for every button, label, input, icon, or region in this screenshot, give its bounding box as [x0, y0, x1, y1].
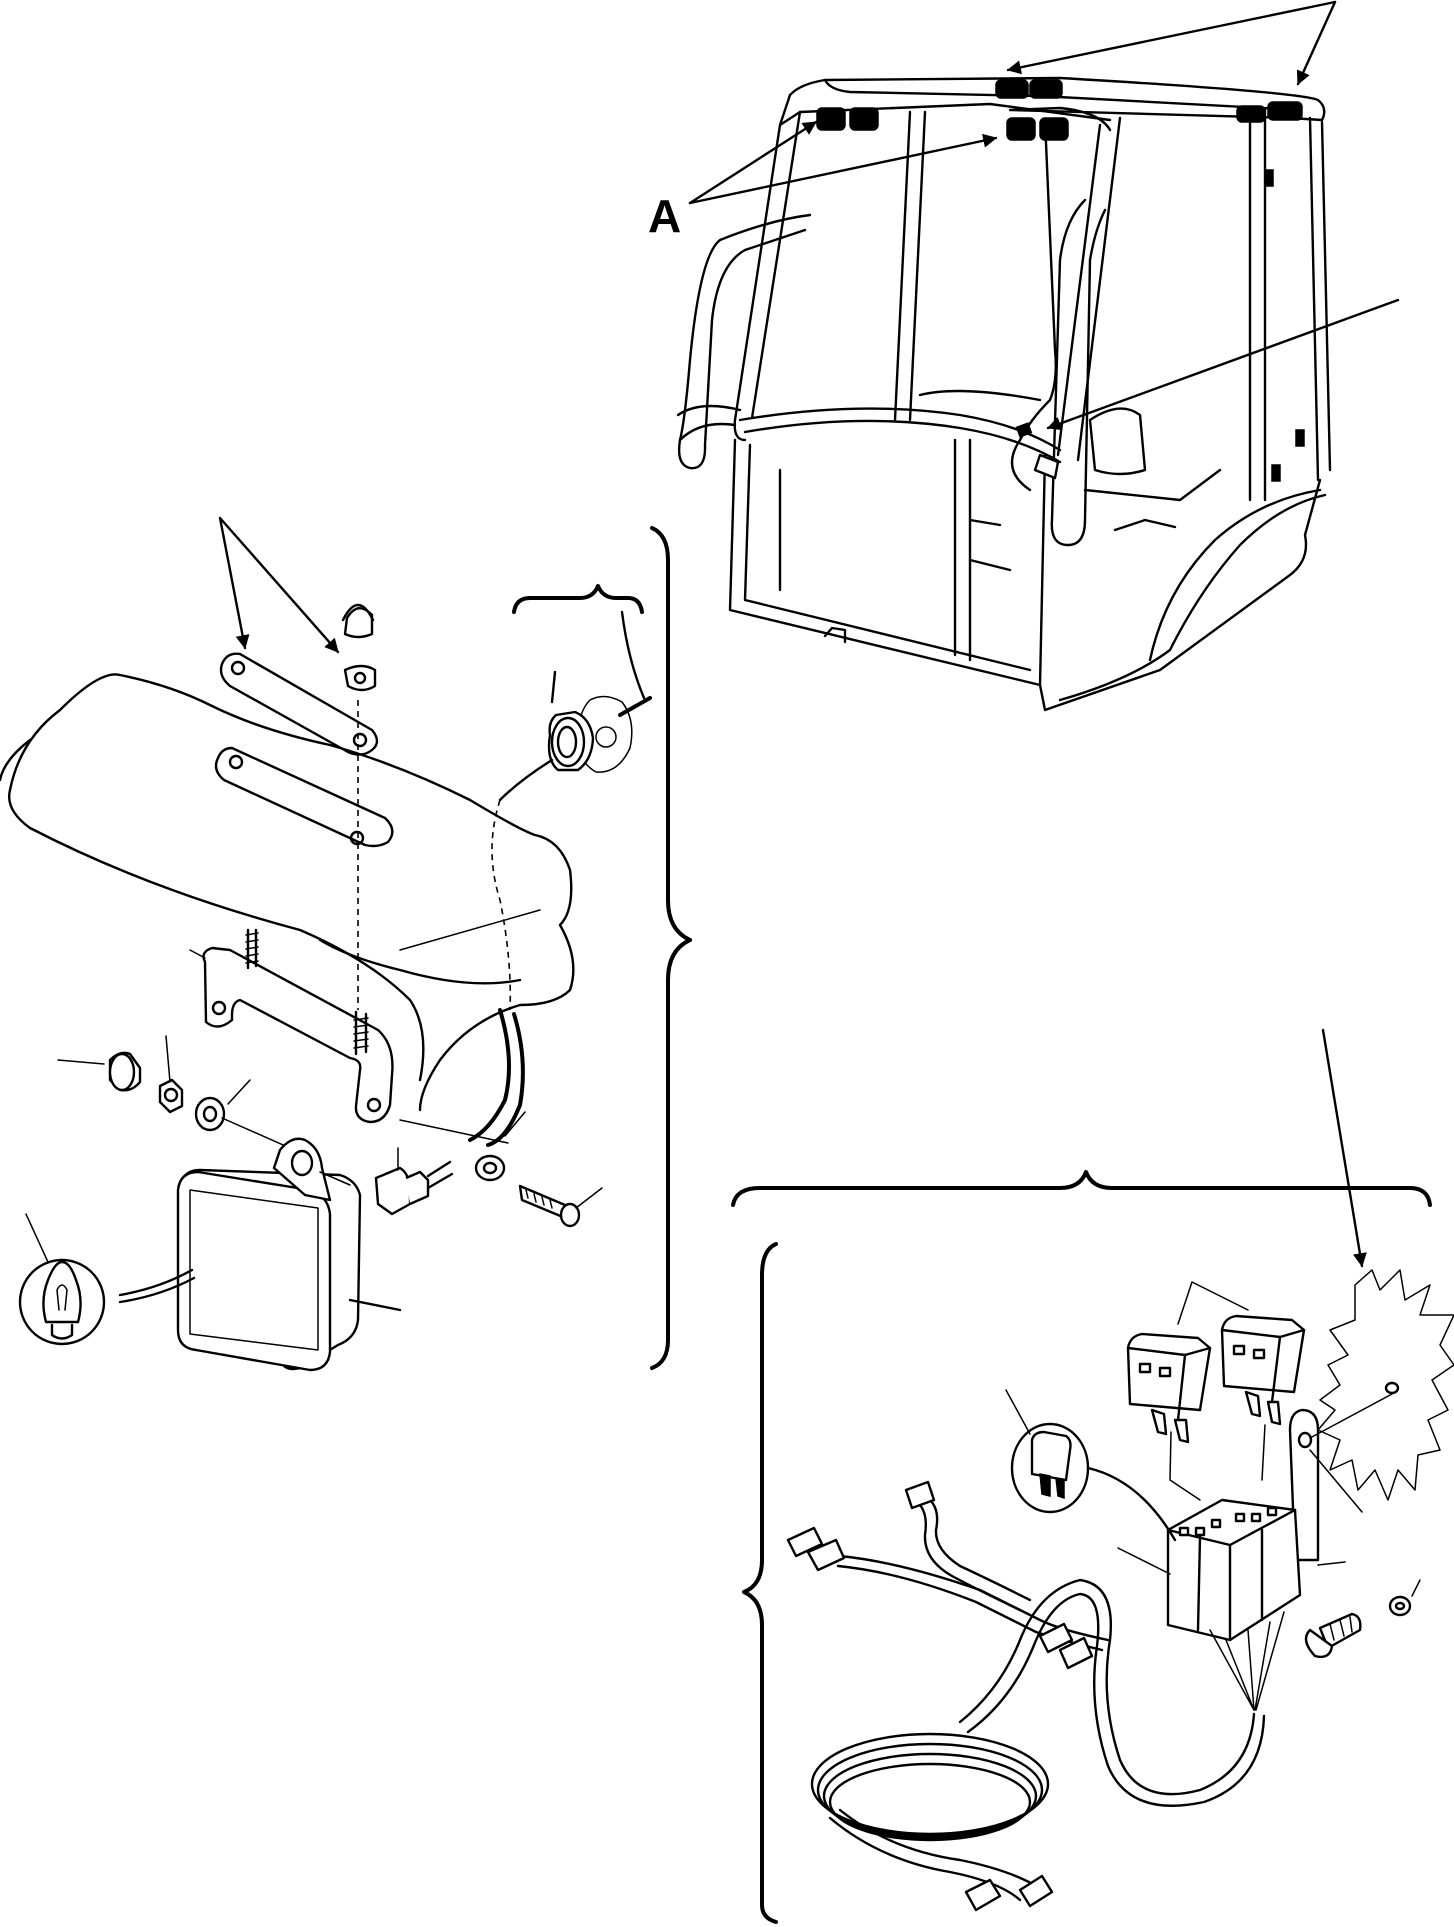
cab-arrows	[688, 0, 1400, 431]
work-lamp-assembly	[0, 516, 652, 1372]
relay-kit-assembly	[731, 1028, 1454, 1924]
callout-a-label: A	[648, 190, 681, 242]
assembly-bracket-right	[650, 526, 692, 1370]
cab-frame	[676, 76, 1332, 712]
